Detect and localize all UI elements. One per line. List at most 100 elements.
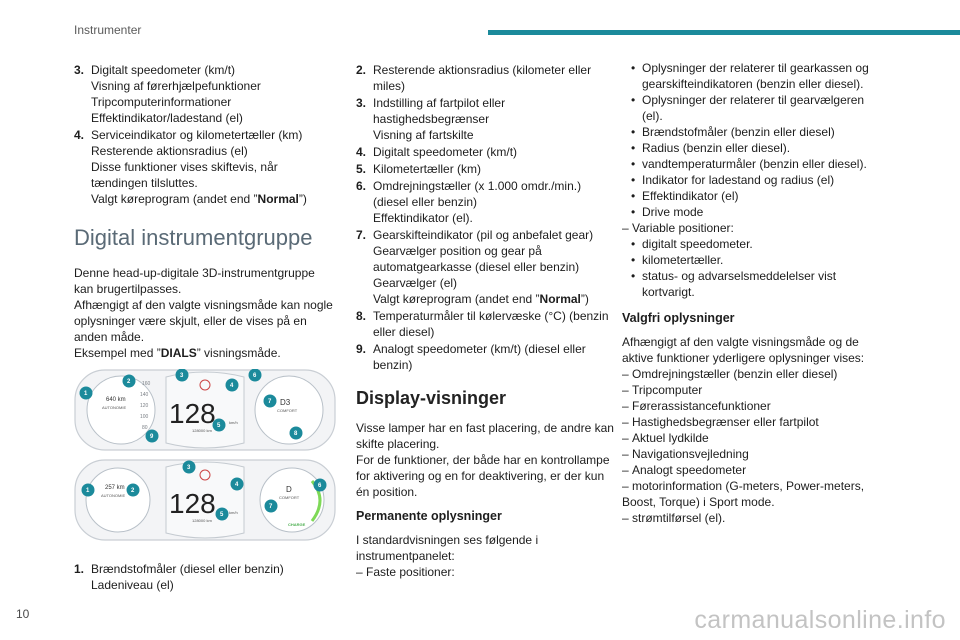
dash-list-item: strømtilførsel (el). [622,510,892,526]
item-line: Tripcomputerinformationer [91,95,232,109]
item-line: Valgt køreprogram (andet end ”Normal”) [91,192,307,206]
section-heading: Display-visninger [356,388,507,408]
bullet-item: status- og advarselsmeddelelser vist kor… [622,268,892,300]
range-value: 640 km [106,397,126,403]
item-number: 3. [74,63,85,77]
bullet-item: Oplysninger der relaterer til gearkassen… [622,60,892,92]
numbered-item: 4. Serviceindikator og kilometertæller (… [74,127,340,207]
dash-list-item: Tripcomputer [622,382,892,398]
odometer: 128000 km [192,428,212,433]
bullet-item: Effektindikator (el) [622,188,892,204]
callout: 5 [217,423,221,429]
callout: 3 [187,465,191,471]
item-line: Serviceindikator og kilometertæller (km) [91,128,303,142]
paragraph: Afhængigt af den valgte visningsmåde og … [622,335,865,365]
numbered-item: 3. Digitalt speedometer (km/t) Visning a… [74,62,340,126]
dash-list-item: Analogt speedometer [622,462,892,478]
column-3: Oplysninger der relaterer til gearkassen… [622,60,892,526]
callout: 6 [253,373,257,379]
callout: 3 [180,373,184,379]
intro-paragraph: Denne head-up-digitale 3D-instrumentgrup… [74,266,333,360]
callout: 8 [294,431,298,437]
callout: 7 [268,399,272,405]
dash-list-item: Hastighedsbegrænser eller fartpilot [622,414,892,430]
item-number: 3. [356,96,367,110]
bullet-item: Radius (benzin eller diesel). [622,140,892,156]
numbered-item: 9. Analogt speedometer (km/t) (diesel el… [356,342,586,372]
dash-list-item: Variable positioner: [622,220,892,236]
drive-mode: COMFORT [277,408,298,413]
dash-list-item: Førerassistancefunktioner [622,398,892,414]
bullet-item: Indikator for ladestand og radius (el) [622,172,892,188]
numbered-item: 7. Gearskifteindikator (pil og anbefalet… [356,228,594,306]
continuation-line: Boost, Torque) i Sport mode. [622,495,775,509]
speed-value: 128 [169,488,216,519]
drive-mode: COMFORT [279,495,300,500]
callout: 5 [220,512,224,518]
gear-value: D3 [280,398,291,407]
item-number: 4. [356,145,367,159]
callout: 7 [269,504,273,510]
item-number: 4. [74,128,85,142]
charge-label: CHARGE [288,522,306,527]
numbered-item: 8. Temperaturmåler til kølervæske (°C) (… [356,309,609,339]
column-1: 3. Digitalt speedometer (km/t) Visning a… [74,62,340,593]
bullet-item: vandtemperaturmåler (benzin eller diesel… [622,156,892,172]
tick-label: 160 [142,381,151,387]
speed-value: 128 [169,398,216,429]
instrument-cluster-illustration-2: 128 km/h 128000 km 257 km AUTONOMIE D CO… [74,459,336,541]
item-number: 6. [356,179,367,193]
item-number: 7. [356,228,367,242]
sub-heading: Permanente oplysninger [356,509,502,523]
tick-label: 100 [140,414,149,420]
sub-heading: Valgfri oplysninger [622,311,735,325]
numbered-item: 1. Brændstofmåler (diesel eller benzin) … [74,561,340,593]
item-line: Ladeniveau (el) [91,578,174,592]
section-heading: Digital instrumentgruppe [74,225,313,250]
dash-list-item: Aktuel lydkilde [622,430,892,446]
callout: 9 [150,434,154,440]
bullet-item: Drive mode [622,204,892,220]
column-2: 2. Resterende aktionsradius (kilometer e… [356,62,622,580]
numbered-item: 4. Digitalt speedometer (km/t) [356,145,518,159]
item-line: Disse funktioner vises skiftevis, når [91,160,278,174]
bold-mode-name: DIALS [160,346,197,360]
speed-unit: km/h [229,420,238,425]
item-line: Brændstofmåler (diesel eller benzin) [91,562,284,576]
tick-label: 80 [142,425,148,431]
bullet-item: Brændstofmåler (benzin eller diesel) [622,124,892,140]
range-value: 257 km [105,485,125,491]
header-title: Instrumenter [74,23,142,37]
callout: 2 [127,379,131,385]
item-line: Resterende aktionsradius (el) [91,144,248,158]
paragraph: I standardvisningen ses følgende i instr… [356,533,539,563]
item-number: 5. [356,162,367,176]
page-number: 10 [16,607,30,621]
header-accent-bar [488,30,960,35]
gear-value: D [286,485,292,494]
dash-list-item: motorinformation (G-meters, Power-meters… [622,478,892,494]
dash-list-item: Navigationsvejledning [622,446,892,462]
bullet-item: Oplysninger der relaterer til gearvælger… [622,92,892,124]
item-number: 8. [356,309,367,323]
callout: 1 [84,391,88,397]
range-label: AUTONOMIE [101,493,125,498]
bold-mode-name: Normal [257,192,299,206]
callout: 2 [131,488,135,494]
item-line: Effektindikator/ladestand (el) [91,111,243,125]
watermark: carmanualsonline.info [694,606,946,634]
paragraph: Visse lamper har en fast placering, de a… [356,421,614,499]
item-line: Visning af førerhjælpefunktioner [91,79,261,93]
numbered-item: 2. Resterende aktionsradius (kilometer e… [356,63,592,93]
instrument-cluster-dials-illustration: 160 140 120 100 80 60 128 km/h 128000 km… [74,369,336,451]
dash-list-item: Omdrejningstæller (benzin eller diesel) [622,366,892,382]
item-line: tændingen tilsluttes. [91,176,198,190]
tick-label: 120 [140,403,149,409]
range-label: AUTONOMIE [102,405,126,410]
item-line: Digitalt speedometer (km/t) [91,63,236,77]
item-number: 2. [356,63,367,77]
callout: 4 [235,482,239,488]
numbered-item: 6. Omdrejningstæller (x 1.000 omdr./min.… [356,179,582,225]
item-number: 9. [356,342,367,356]
bullet-item: kilometertæller. [622,252,892,268]
